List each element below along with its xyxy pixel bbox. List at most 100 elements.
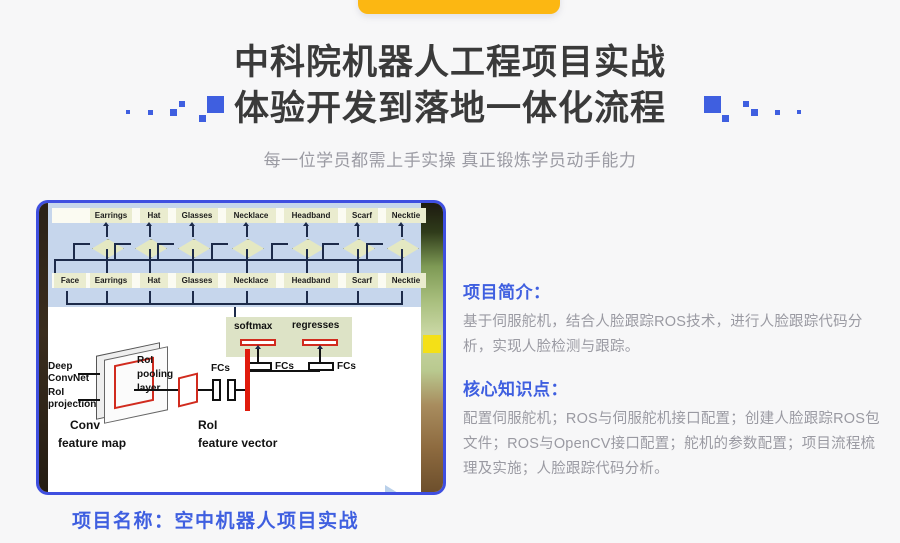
fcs-label-1: FCs bbox=[275, 361, 294, 372]
top-orange-tab bbox=[358, 0, 560, 14]
fcs-label-2: FCs bbox=[337, 361, 356, 372]
roi-pooling-label-3: layer bbox=[137, 383, 160, 395]
decor-square bbox=[170, 109, 177, 116]
connector bbox=[78, 373, 100, 375]
connector bbox=[246, 225, 248, 237]
connector bbox=[236, 389, 247, 391]
attribute-chip-row-top: Earrings Hat Glasses Necklace Headband S… bbox=[52, 208, 426, 223]
decor-square bbox=[148, 110, 153, 115]
chip-necklace: Necklace bbox=[226, 208, 276, 223]
connector bbox=[149, 225, 151, 237]
fast-rcnn-region: softmax regresses FCs FCs Deep ConvNet R… bbox=[48, 307, 421, 492]
connector bbox=[401, 249, 403, 273]
fc-layer-box bbox=[212, 379, 221, 401]
connector bbox=[322, 243, 324, 261]
roi-pooling-label-2: pooling bbox=[137, 369, 174, 380]
connector bbox=[73, 243, 75, 261]
diagram-panel: Earrings Hat Glasses Necklace Headband S… bbox=[36, 200, 446, 495]
chip-glasses: Glasses bbox=[176, 208, 218, 223]
connector bbox=[198, 389, 212, 391]
decor-square bbox=[199, 115, 206, 122]
decor-square bbox=[722, 115, 729, 122]
connector bbox=[192, 249, 194, 273]
roi-feature-vector-bar bbox=[245, 349, 250, 411]
fcs-label-3: FCs bbox=[211, 363, 230, 374]
fc-layer-box bbox=[308, 362, 334, 371]
connector bbox=[357, 291, 359, 305]
connector bbox=[134, 389, 178, 391]
photo-strip-left bbox=[39, 203, 48, 492]
graph-node-diamond bbox=[343, 239, 375, 258]
deep-convnet-label-1: Deep bbox=[48, 361, 73, 372]
conv-feature-map-label-2: feature map bbox=[58, 436, 127, 450]
arrowhead bbox=[189, 222, 195, 226]
connector bbox=[54, 259, 56, 273]
roi-feature-vector-label-1: RoI bbox=[198, 418, 218, 432]
roi-projection-label-2: projection bbox=[48, 399, 97, 410]
content-column: 项目简介： 基于伺服舵机，结合人脸跟踪ROS技术，进行人脸跟踪代码分析，实现人脸… bbox=[463, 278, 889, 497]
graph-node-diamond bbox=[387, 239, 419, 258]
page-subtitle: 每一位学员都需上手实操 真正锻炼学员动手能力 bbox=[263, 151, 637, 170]
graph-node-diamond bbox=[232, 239, 264, 258]
connector bbox=[192, 291, 194, 305]
graph-node-diamond bbox=[292, 239, 324, 258]
chip-necklace: Necklace bbox=[226, 273, 276, 288]
connector bbox=[149, 291, 151, 305]
chip-headband: Headband bbox=[284, 273, 338, 288]
attribute-graph-region: Earrings Hat Glasses Necklace Headband S… bbox=[48, 203, 426, 307]
roi-pooling-label-1: RoI bbox=[137, 355, 154, 366]
connector bbox=[106, 225, 108, 237]
flow-arrow-right bbox=[335, 485, 421, 492]
decor-square bbox=[179, 101, 185, 107]
arrowhead bbox=[243, 222, 249, 226]
regresses-label: regresses bbox=[292, 320, 340, 331]
arrowhead bbox=[303, 222, 309, 226]
fc-layer-box bbox=[227, 379, 236, 401]
connector bbox=[401, 291, 403, 305]
connector bbox=[246, 291, 248, 305]
intro-body: 基于伺服舵机，结合人脸跟踪ROS技术，进行人脸跟踪代码分析，实现人脸检测与跟踪。 bbox=[463, 314, 863, 355]
arrowhead bbox=[317, 345, 323, 349]
connector bbox=[357, 225, 359, 237]
roi-feature-vector-label-2: feature vector bbox=[198, 436, 278, 450]
connector bbox=[366, 243, 383, 245]
deep-convnet-label-2: ConvNet bbox=[48, 373, 90, 384]
connector bbox=[271, 243, 273, 261]
connector bbox=[306, 291, 308, 305]
connector bbox=[257, 348, 259, 362]
arrowhead bbox=[398, 222, 404, 226]
arrowhead bbox=[103, 222, 109, 226]
chip-earrings: Earrings bbox=[90, 208, 132, 223]
chip-scarf: Scarf bbox=[346, 208, 378, 223]
decor-square bbox=[704, 96, 721, 113]
chip-necktie: Necktie bbox=[386, 273, 426, 288]
arrowhead bbox=[354, 222, 360, 226]
core-heading: 核心知识点： bbox=[463, 380, 568, 399]
roi-pooling-quad bbox=[178, 372, 198, 408]
connector bbox=[157, 243, 159, 261]
connector bbox=[401, 225, 403, 237]
roi-projection-label-1: RoI bbox=[48, 387, 65, 398]
connector bbox=[66, 291, 68, 305]
core-body: 配置伺服舵机；ROS与伺服舵机接口配置；创建人脸跟踪ROS包文件；ROS与Ope… bbox=[463, 411, 880, 477]
attribute-chip-row-bottom: Face Earrings Hat Glasses Necklace Headb… bbox=[52, 273, 426, 288]
decor-squares-left bbox=[126, 88, 236, 132]
page-title-line-2: 体验开发到落地一体化流程 bbox=[233, 89, 666, 128]
connector bbox=[157, 243, 174, 245]
diagram-canvas: Earrings Hat Glasses Necklace Headband S… bbox=[48, 203, 426, 492]
softmax-label: softmax bbox=[234, 321, 273, 332]
connector bbox=[114, 243, 131, 245]
decor-square bbox=[751, 109, 758, 116]
conv-feature-map-label-1: Conv bbox=[70, 418, 100, 432]
connector bbox=[106, 249, 108, 273]
connector bbox=[192, 225, 194, 237]
connector bbox=[319, 348, 321, 362]
page-title-line-1: 中科院机器人工程项目实战 bbox=[233, 43, 666, 82]
decor-squares-right bbox=[692, 88, 802, 132]
graph-node-diamond bbox=[135, 239, 167, 258]
page-header: 中科院机器人工程项目实战 体验开发到落地一体化流程 每一位学员都需上手实操 真正… bbox=[0, 40, 900, 171]
connector bbox=[114, 243, 116, 261]
decor-square bbox=[775, 110, 780, 115]
connector bbox=[250, 370, 320, 372]
arrowhead bbox=[146, 222, 152, 226]
